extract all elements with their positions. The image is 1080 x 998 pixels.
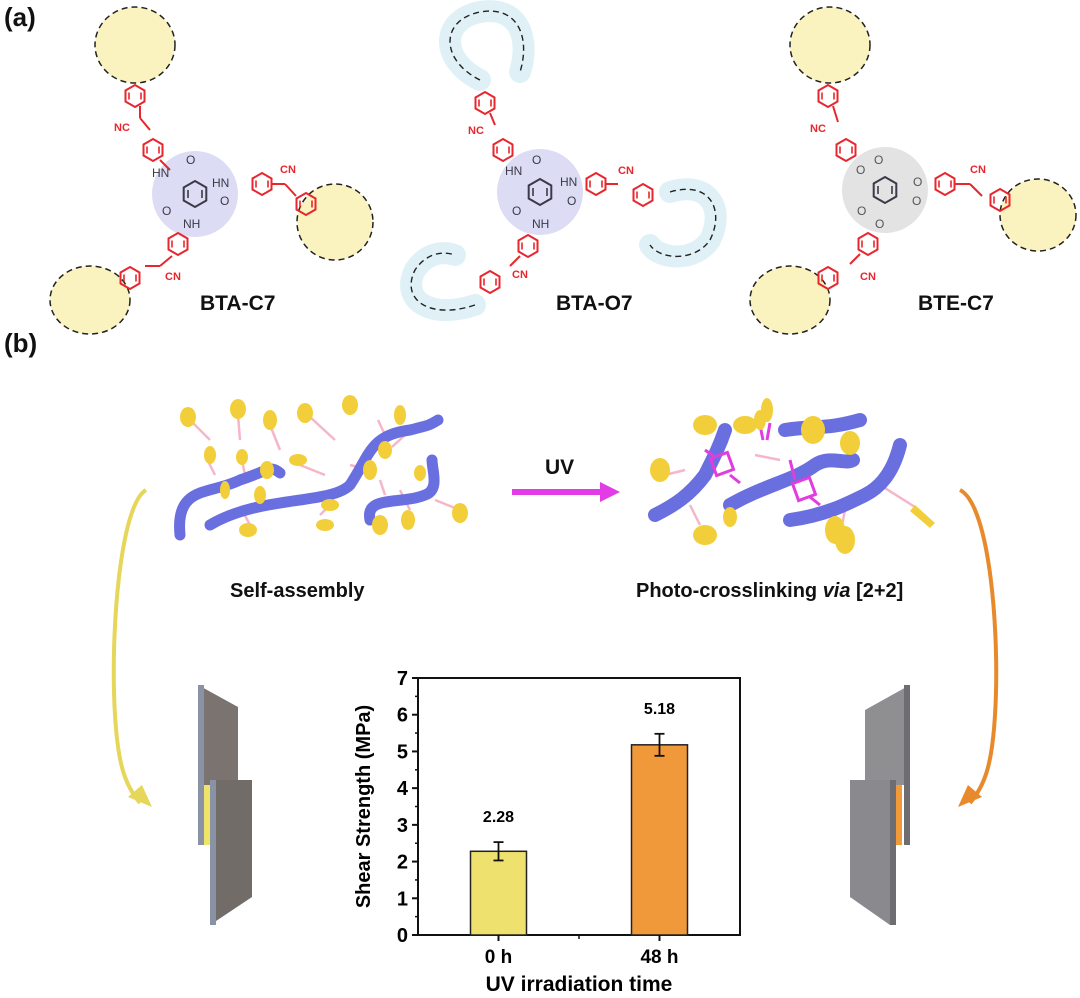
self-assembly-caption: Self-assembly <box>230 580 365 602</box>
svg-text:O: O <box>532 153 541 167</box>
adhesive-layer-right <box>896 785 902 845</box>
svg-text:HN: HN <box>212 176 229 190</box>
svg-text:O: O <box>856 163 865 177</box>
photo-caption-italic: via <box>822 580 851 602</box>
y-tick-label: 7 <box>397 668 408 690</box>
curved-arrow-left-icon <box>111 488 152 807</box>
oligo-ether-bottom <box>400 242 486 321</box>
svg-text:NC: NC <box>810 123 826 135</box>
svg-text:NC: NC <box>468 125 484 137</box>
self-assembly-illustration <box>174 395 468 541</box>
svg-text:CN: CN <box>618 165 634 177</box>
svg-text:O: O <box>874 153 883 167</box>
lap-shear-joint-right <box>850 685 910 925</box>
bar-0h <box>469 850 528 936</box>
crown-ether-bottom <box>749 265 831 335</box>
photo-caption-prefix: Photo-crosslinking <box>636 580 823 602</box>
svg-text:O: O <box>875 217 884 231</box>
photo-caption-suffix: [2+2] <box>850 580 904 602</box>
svg-text:O: O <box>162 204 171 218</box>
oligo-ether-right <box>639 178 727 268</box>
y-tick-label: 4 <box>397 778 409 800</box>
svg-text:O: O <box>186 153 195 167</box>
x-axis-label: UV irradiation time <box>486 973 673 996</box>
svg-text:CN: CN <box>280 164 296 176</box>
svg-text:HN: HN <box>505 164 522 178</box>
molecule-label-bta-o7: BTA-O7 <box>556 292 633 315</box>
y-tick-label: 0 <box>397 925 408 947</box>
y-tick-label: 1 <box>397 888 408 910</box>
y-tick-label: 2 <box>397 852 408 874</box>
svg-text:HN: HN <box>152 166 169 180</box>
plot-frame <box>417 677 741 936</box>
svg-text:O: O <box>857 204 866 218</box>
y-tick-label: 5 <box>397 741 408 763</box>
lap-shear-joint-left <box>198 685 252 925</box>
molecule-bta-c7: HN O HN O O NH NC CN CN <box>49 6 374 335</box>
photo-crosslinking-caption: Photo-crosslinking via [2+2] <box>636 580 903 603</box>
curved-arrow-right-icon <box>958 488 999 807</box>
crown-ether-top <box>789 6 871 84</box>
svg-text:O: O <box>567 194 576 208</box>
svg-text:CN: CN <box>860 271 876 283</box>
y-axis-label: Shear Strength (MPa) <box>353 705 375 908</box>
oligo-ether-top <box>439 0 535 91</box>
svg-text:O: O <box>512 204 521 218</box>
y-tick-label: 6 <box>397 705 408 727</box>
panel-a-label: (a) <box>4 2 36 32</box>
molecule-label-bte-c7: BTE-C7 <box>918 292 994 315</box>
svg-text:HN: HN <box>560 175 577 189</box>
svg-text:CN: CN <box>512 269 528 281</box>
svg-text:O: O <box>220 194 229 208</box>
value-label: 5.18 <box>644 701 675 718</box>
svg-text:NH: NH <box>532 217 549 231</box>
x-tick-label: 48 h <box>640 947 678 968</box>
molecule-label-bta-c7: BTA-C7 <box>200 292 276 315</box>
molecule-bta-o7: HN O HN O O NH NC CN CN <box>400 0 727 321</box>
photo-crosslinking-illustration <box>648 398 935 554</box>
svg-text:NH: NH <box>183 217 200 231</box>
svg-text:CN: CN <box>970 164 986 176</box>
adhesive-layer-left <box>204 785 210 845</box>
panel-b-label: (b) <box>4 328 38 358</box>
x-tick-label: 0 h <box>485 947 512 968</box>
svg-text:O: O <box>913 175 922 189</box>
crown-ether-right <box>999 178 1077 252</box>
molecule-bte-c7: O O O O O O NC CN CN <box>749 6 1077 335</box>
svg-text:NC: NC <box>114 122 130 134</box>
svg-text:CN: CN <box>165 271 181 283</box>
svg-text:O: O <box>912 194 921 208</box>
uv-label: UV <box>545 456 575 479</box>
uv-arrow-icon <box>512 482 620 502</box>
bar-48h <box>630 744 689 936</box>
crown-ether-top <box>94 6 176 84</box>
value-label: 2.28 <box>483 809 514 826</box>
y-tick-label: 3 <box>397 815 408 837</box>
crown-ether-bottom <box>49 265 131 335</box>
